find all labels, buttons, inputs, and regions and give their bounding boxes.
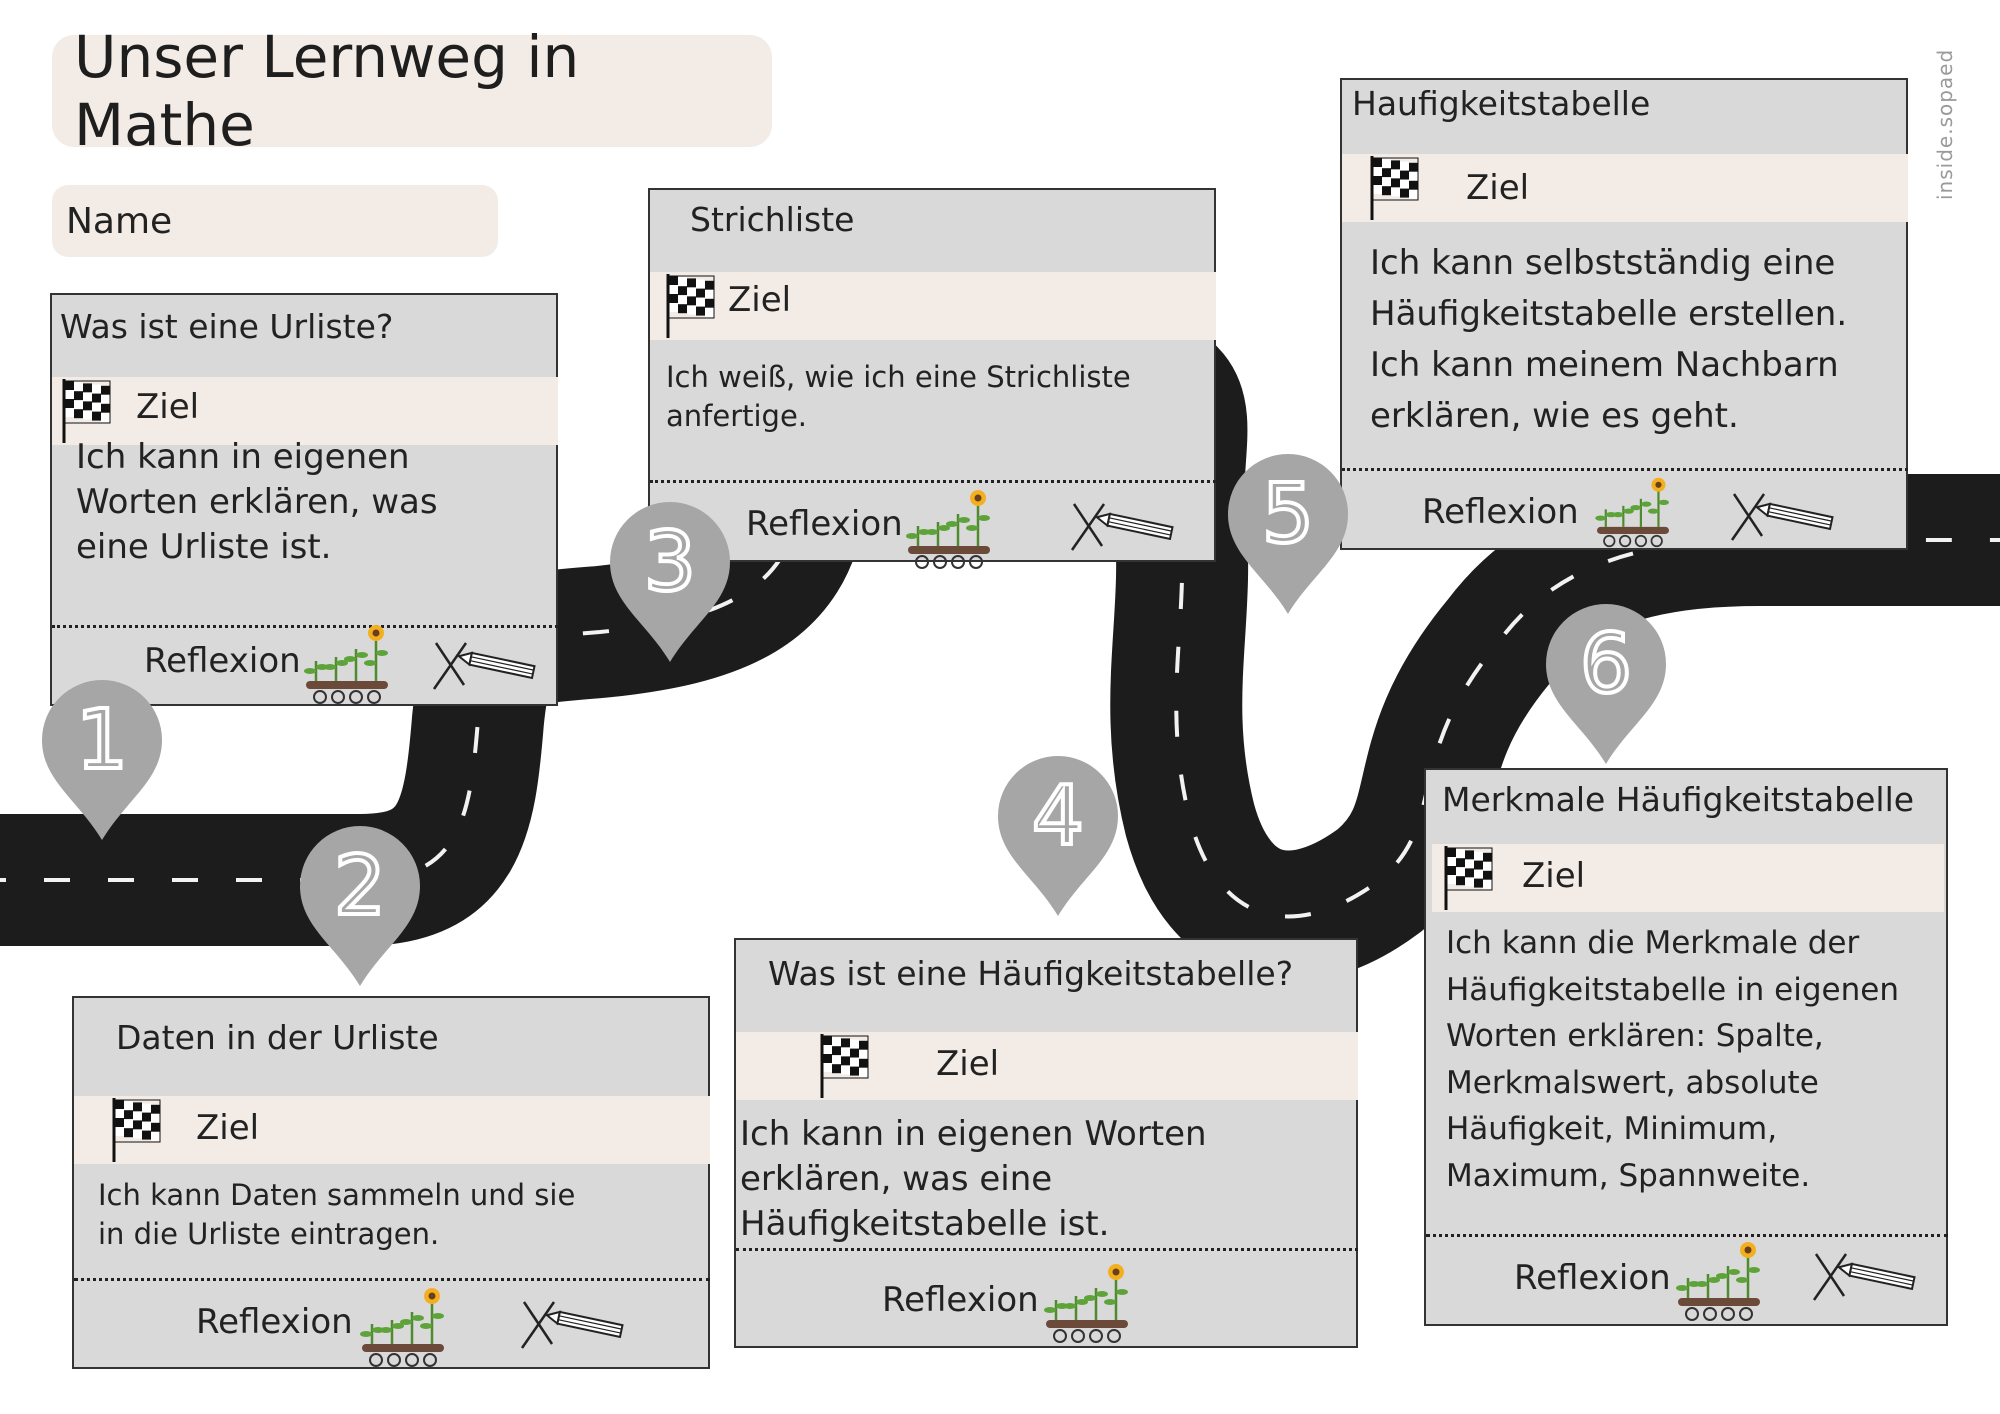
divider xyxy=(52,625,558,628)
divider xyxy=(736,1248,1358,1251)
map-pin-icon-2: 2 xyxy=(300,826,420,986)
checkered-flag-icon xyxy=(820,1034,869,1098)
reflection-label: Reflexion xyxy=(1514,1258,1671,1298)
sunflower-plant-icon xyxy=(360,1288,444,1367)
pin-number: 5 xyxy=(1262,467,1314,562)
pencil-cross-icon[interactable] xyxy=(430,635,540,695)
goal-text: Ich kann in eigenen Worten erklären, was… xyxy=(76,437,438,568)
sunflower-plant-icon xyxy=(1044,1264,1128,1343)
map-pin-icon-4: 4 xyxy=(998,756,1118,916)
divider xyxy=(74,1278,710,1281)
reflection-label: Reflexion xyxy=(196,1302,353,1342)
pin-number: 2 xyxy=(334,839,386,934)
goal-row: Ziel xyxy=(650,272,1216,340)
card-title: Merkmale Häufigkeitstabelle xyxy=(1442,780,1915,819)
card-title: Haufigkeitstabelle xyxy=(1352,84,1651,123)
checkered-flag-icon xyxy=(112,1098,161,1162)
map-pin-icon-3: 3 xyxy=(610,502,730,662)
step-card-6: Merkmale Häufigkeitstabelle Ziel Ich kan… xyxy=(1424,768,1948,1326)
step-card-4: Was ist eine Häufigkeitstabelle? Ziel Ic… xyxy=(734,938,1358,1348)
pin-number: 4 xyxy=(1032,769,1084,864)
goal-label: Ziel xyxy=(196,1108,260,1148)
divider xyxy=(650,480,1216,483)
goal-text: Ich kann in eigenen Worten erklären, was… xyxy=(740,1114,1207,1245)
watermark: inside.sopaed xyxy=(1933,48,1957,200)
goal-row: Ziel xyxy=(1432,844,1944,912)
map-pin-icon-6: 6 xyxy=(1546,604,1666,764)
pencil-cross-icon[interactable] xyxy=(1728,486,1838,546)
map-pin-icon-5: 5 xyxy=(1228,454,1348,614)
step-card-5: Haufigkeitstabelle Ziel Ich kann selbsts… xyxy=(1340,78,1908,550)
checkered-flag-icon xyxy=(1370,156,1419,220)
card-title: Daten in der Urliste xyxy=(116,1018,439,1057)
step-card-2: Daten in der Urliste Ziel Ich kann Daten… xyxy=(72,996,710,1369)
sunflower-plant-icon xyxy=(304,625,388,704)
name-field[interactable]: Name xyxy=(52,185,498,257)
goal-text: Ich kann selbstständig eine Häufigkeitst… xyxy=(1370,243,1848,436)
pin-number: 6 xyxy=(1580,617,1632,712)
goal-label: Ziel xyxy=(728,280,792,320)
card-title: Was ist eine Häufigkeitstabelle? xyxy=(768,954,1294,993)
checkered-flag-icon xyxy=(62,379,111,443)
divider xyxy=(1426,1234,1948,1237)
goal-label: Ziel xyxy=(136,387,200,427)
goal-row: Ziel xyxy=(52,377,558,445)
page-title: Unser Lernweg in Mathe xyxy=(52,23,772,159)
sunflower-plant-icon xyxy=(1595,477,1669,548)
goal-row: Ziel xyxy=(1342,154,1908,222)
goal-row: Ziel xyxy=(736,1032,1358,1100)
goal-label: Ziel xyxy=(1466,168,1530,208)
checkered-flag-icon xyxy=(666,274,715,338)
goal-label: Ziel xyxy=(936,1044,1000,1084)
reflection-label: Reflexion xyxy=(144,641,301,681)
goal-label: Ziel xyxy=(1522,856,1586,896)
pencil-cross-icon[interactable] xyxy=(1810,1246,1920,1306)
divider xyxy=(1342,468,1908,471)
pin-number: 3 xyxy=(644,515,696,610)
reflection-label: Reflexion xyxy=(882,1280,1039,1320)
sunflower-plant-icon xyxy=(1676,1242,1760,1321)
goal-row: Ziel xyxy=(74,1096,710,1164)
pencil-cross-icon[interactable] xyxy=(1068,496,1178,556)
pin-number: 1 xyxy=(76,693,128,788)
step-card-3: Strichliste Ziel Ich weiß, wie ich eine … xyxy=(648,188,1216,569)
goal-text: Ich kann Daten sammeln und sie in die Ur… xyxy=(98,1178,576,1251)
map-pin-icon-1: 1 xyxy=(42,680,162,840)
step-card-1: Was ist eine Urliste? Ziel Ich kann in e… xyxy=(50,293,558,706)
checkered-flag-icon xyxy=(1444,846,1493,910)
sunflower-plant-icon xyxy=(906,490,990,569)
reflection-label: Reflexion xyxy=(746,504,903,544)
pencil-cross-icon[interactable] xyxy=(518,1294,628,1354)
reflection-label: Reflexion xyxy=(1422,492,1579,532)
goal-text: Ich weiß, wie ich eine Strichliste anfer… xyxy=(666,360,1131,433)
card-title: Was ist eine Urliste? xyxy=(60,307,394,346)
goal-text: Ich kann die Merkmale der Häufigkeitstab… xyxy=(1446,925,1899,1194)
card-title: Strichliste xyxy=(690,200,855,239)
